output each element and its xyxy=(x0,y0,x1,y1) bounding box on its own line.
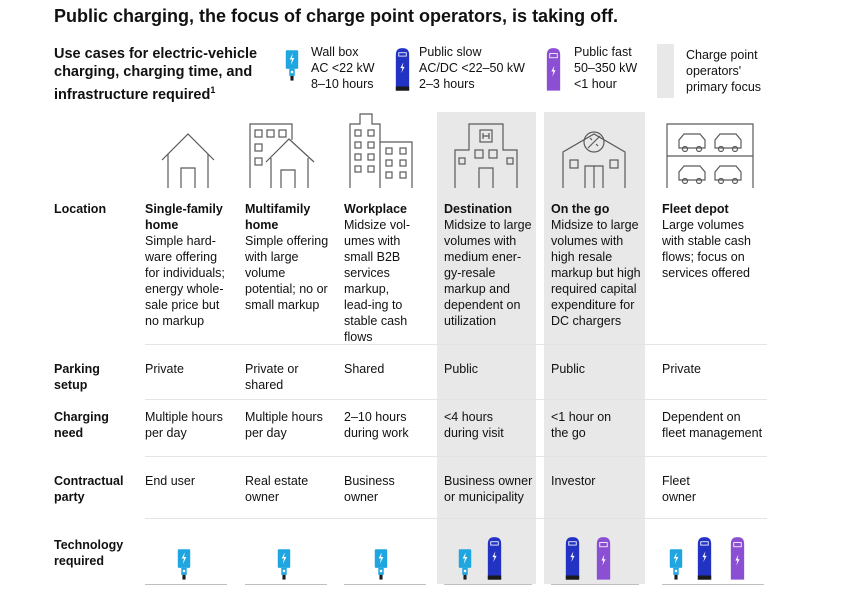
parking-cell: Private xyxy=(662,362,701,376)
location-desc: Midsize vol-umes with small B2B services… xyxy=(344,218,410,344)
public-fast-charger-icon xyxy=(546,43,561,95)
baseline xyxy=(662,584,764,585)
baseline xyxy=(344,584,426,585)
public-slow-charger-icon xyxy=(395,43,410,95)
location-desc: Midsize to large volumes with high resal… xyxy=(551,218,641,328)
parking-cell: Shared xyxy=(344,362,385,376)
destination-hotel-icon xyxy=(454,123,518,188)
location-name: On the go xyxy=(551,202,610,216)
single-family-home-icon xyxy=(161,133,215,188)
location-cell-workplace: Workplace Midsize vol-umes with small B2… xyxy=(344,201,420,345)
legend-public-fast: Public fast 50–350 kW <1 hour xyxy=(574,45,638,91)
location-desc: Midsize to large volumes with medium ene… xyxy=(444,218,532,328)
legend-wall-box: Wall box AC <22 kW 8–10 hours xyxy=(311,45,375,91)
contract-cell: End user xyxy=(145,474,196,488)
legend-focus-swatch xyxy=(657,44,674,98)
wall-box-charger-icon xyxy=(458,544,472,584)
location-name: Destination xyxy=(444,202,513,216)
contract-cell: Fleet owner xyxy=(662,474,697,504)
page-title: Public charging, the focus of charge poi… xyxy=(54,6,619,26)
charging-cell: Multiple hours per day xyxy=(145,410,223,440)
baseline xyxy=(245,584,327,585)
location-name: Fleet depot xyxy=(662,202,729,216)
location-desc: Large volumes with stable cash flows; fo… xyxy=(662,218,751,280)
row-label-parking: Parking setup xyxy=(54,362,100,392)
legend-focus: Charge point operators' primary focus xyxy=(686,48,762,94)
row-label-charging: Charging need xyxy=(54,410,109,440)
location-cell-single-family: Single-family home Simple hard-ware offe… xyxy=(145,201,227,329)
public-slow-charger-icon xyxy=(565,532,580,584)
public-slow-charger-icon xyxy=(697,532,712,584)
row-label-contract: Contractual party xyxy=(54,474,124,504)
location-cell-multifamily: Multifamily home Simple offering with la… xyxy=(245,201,329,313)
row-divider xyxy=(145,344,767,345)
focus-shade-destination xyxy=(437,112,536,584)
location-name: Multifamily home xyxy=(245,202,311,232)
parking-cell: Public xyxy=(551,362,586,376)
legend-public-slow: Public slow AC/DC <22–50 kW 2–3 hours xyxy=(419,45,525,91)
contract-cell: Investor xyxy=(551,474,596,488)
focus-shade-on-the-go xyxy=(544,112,645,584)
row-label-location: Location xyxy=(54,202,107,216)
parking-cell: Private xyxy=(145,362,184,376)
footnote-marker: 1 xyxy=(210,85,216,95)
fleet-depot-icon xyxy=(666,123,754,188)
on-the-go-station-icon xyxy=(562,131,626,188)
location-name: Single-family home xyxy=(145,202,223,232)
location-cell-destination: Destination Midsize to large volumes wit… xyxy=(444,201,534,329)
workplace-icon xyxy=(349,113,413,188)
wall-box-charger-icon xyxy=(285,45,299,85)
subtitle-text: Use cases for electric-vehicle charging,… xyxy=(54,46,258,103)
baseline xyxy=(145,584,227,585)
location-cell-on-the-go: On the go Midsize to large volumes with … xyxy=(551,201,645,329)
row-divider xyxy=(145,399,767,400)
row-label-technology: Technology required xyxy=(54,538,124,568)
wall-box-charger-icon xyxy=(177,544,191,584)
charging-cell: Dependent on fleet management xyxy=(662,410,763,440)
multifamily-home-icon xyxy=(249,123,315,188)
wall-box-charger-icon xyxy=(669,544,683,584)
baseline xyxy=(551,584,639,585)
wall-box-charger-icon xyxy=(374,544,388,584)
public-fast-charger-icon xyxy=(596,532,611,584)
row-divider xyxy=(145,518,767,519)
row-divider xyxy=(145,456,767,457)
location-cell-fleet-depot: Fleet depot Large volumes with stable ca… xyxy=(662,201,754,281)
charging-cell: <4 hours during visit xyxy=(444,410,504,440)
subtitle: Use cases for electric-vehicle charging,… xyxy=(54,45,269,104)
charging-cell: 2–10 hours during work xyxy=(344,410,409,440)
parking-cell: Private or shared xyxy=(245,362,299,392)
parking-cell: Public xyxy=(444,362,479,376)
contract-cell: Business owner xyxy=(344,474,395,504)
public-fast-charger-icon xyxy=(730,532,745,584)
public-slow-charger-icon xyxy=(487,532,502,584)
contract-cell: Real estate owner xyxy=(245,474,309,504)
baseline xyxy=(444,584,532,585)
contract-cell: Business owner or municipality xyxy=(444,474,533,504)
location-name: Workplace xyxy=(344,202,407,216)
wall-box-charger-icon xyxy=(277,544,291,584)
charging-cell: Multiple hours per day xyxy=(245,410,323,440)
charging-cell: <1 hour on the go xyxy=(551,410,612,440)
location-desc: Simple offering with large volume potent… xyxy=(245,234,329,312)
location-desc: Simple hard-ware offering for individual… xyxy=(145,234,225,328)
